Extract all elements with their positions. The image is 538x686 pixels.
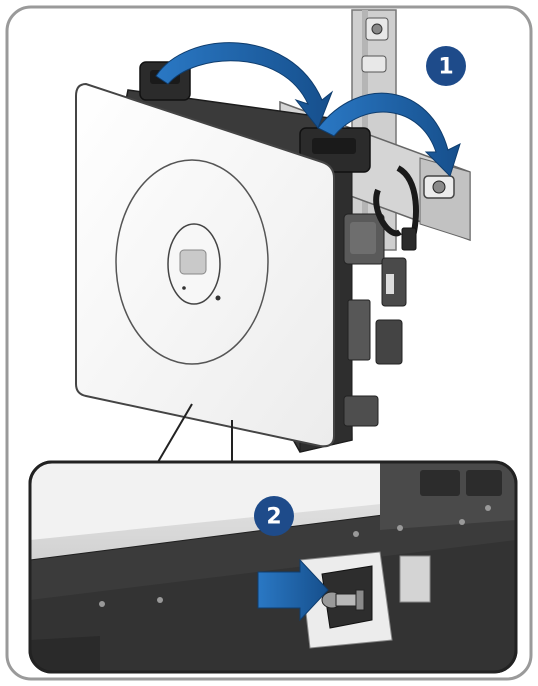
- hook-in-arrow: [317, 92, 461, 177]
- step-2-badge: 2: [254, 496, 294, 536]
- callout-line: [157, 403, 193, 463]
- step-2-number: 2: [266, 505, 281, 530]
- step-1-badge: 1: [426, 46, 466, 86]
- screw-bracket: [299, 551, 431, 649]
- push-arrow: [257, 558, 329, 622]
- cable: [373, 188, 402, 237]
- cable-gland: [375, 319, 403, 365]
- status-led: [215, 295, 221, 301]
- hook-in-arrow: [155, 42, 334, 129]
- detail-view: [28, 460, 518, 674]
- display-window: [179, 249, 207, 275]
- device-front-cover: [75, 82, 335, 448]
- step-1-number: 1: [438, 55, 453, 80]
- front-ring-outer: [115, 159, 269, 365]
